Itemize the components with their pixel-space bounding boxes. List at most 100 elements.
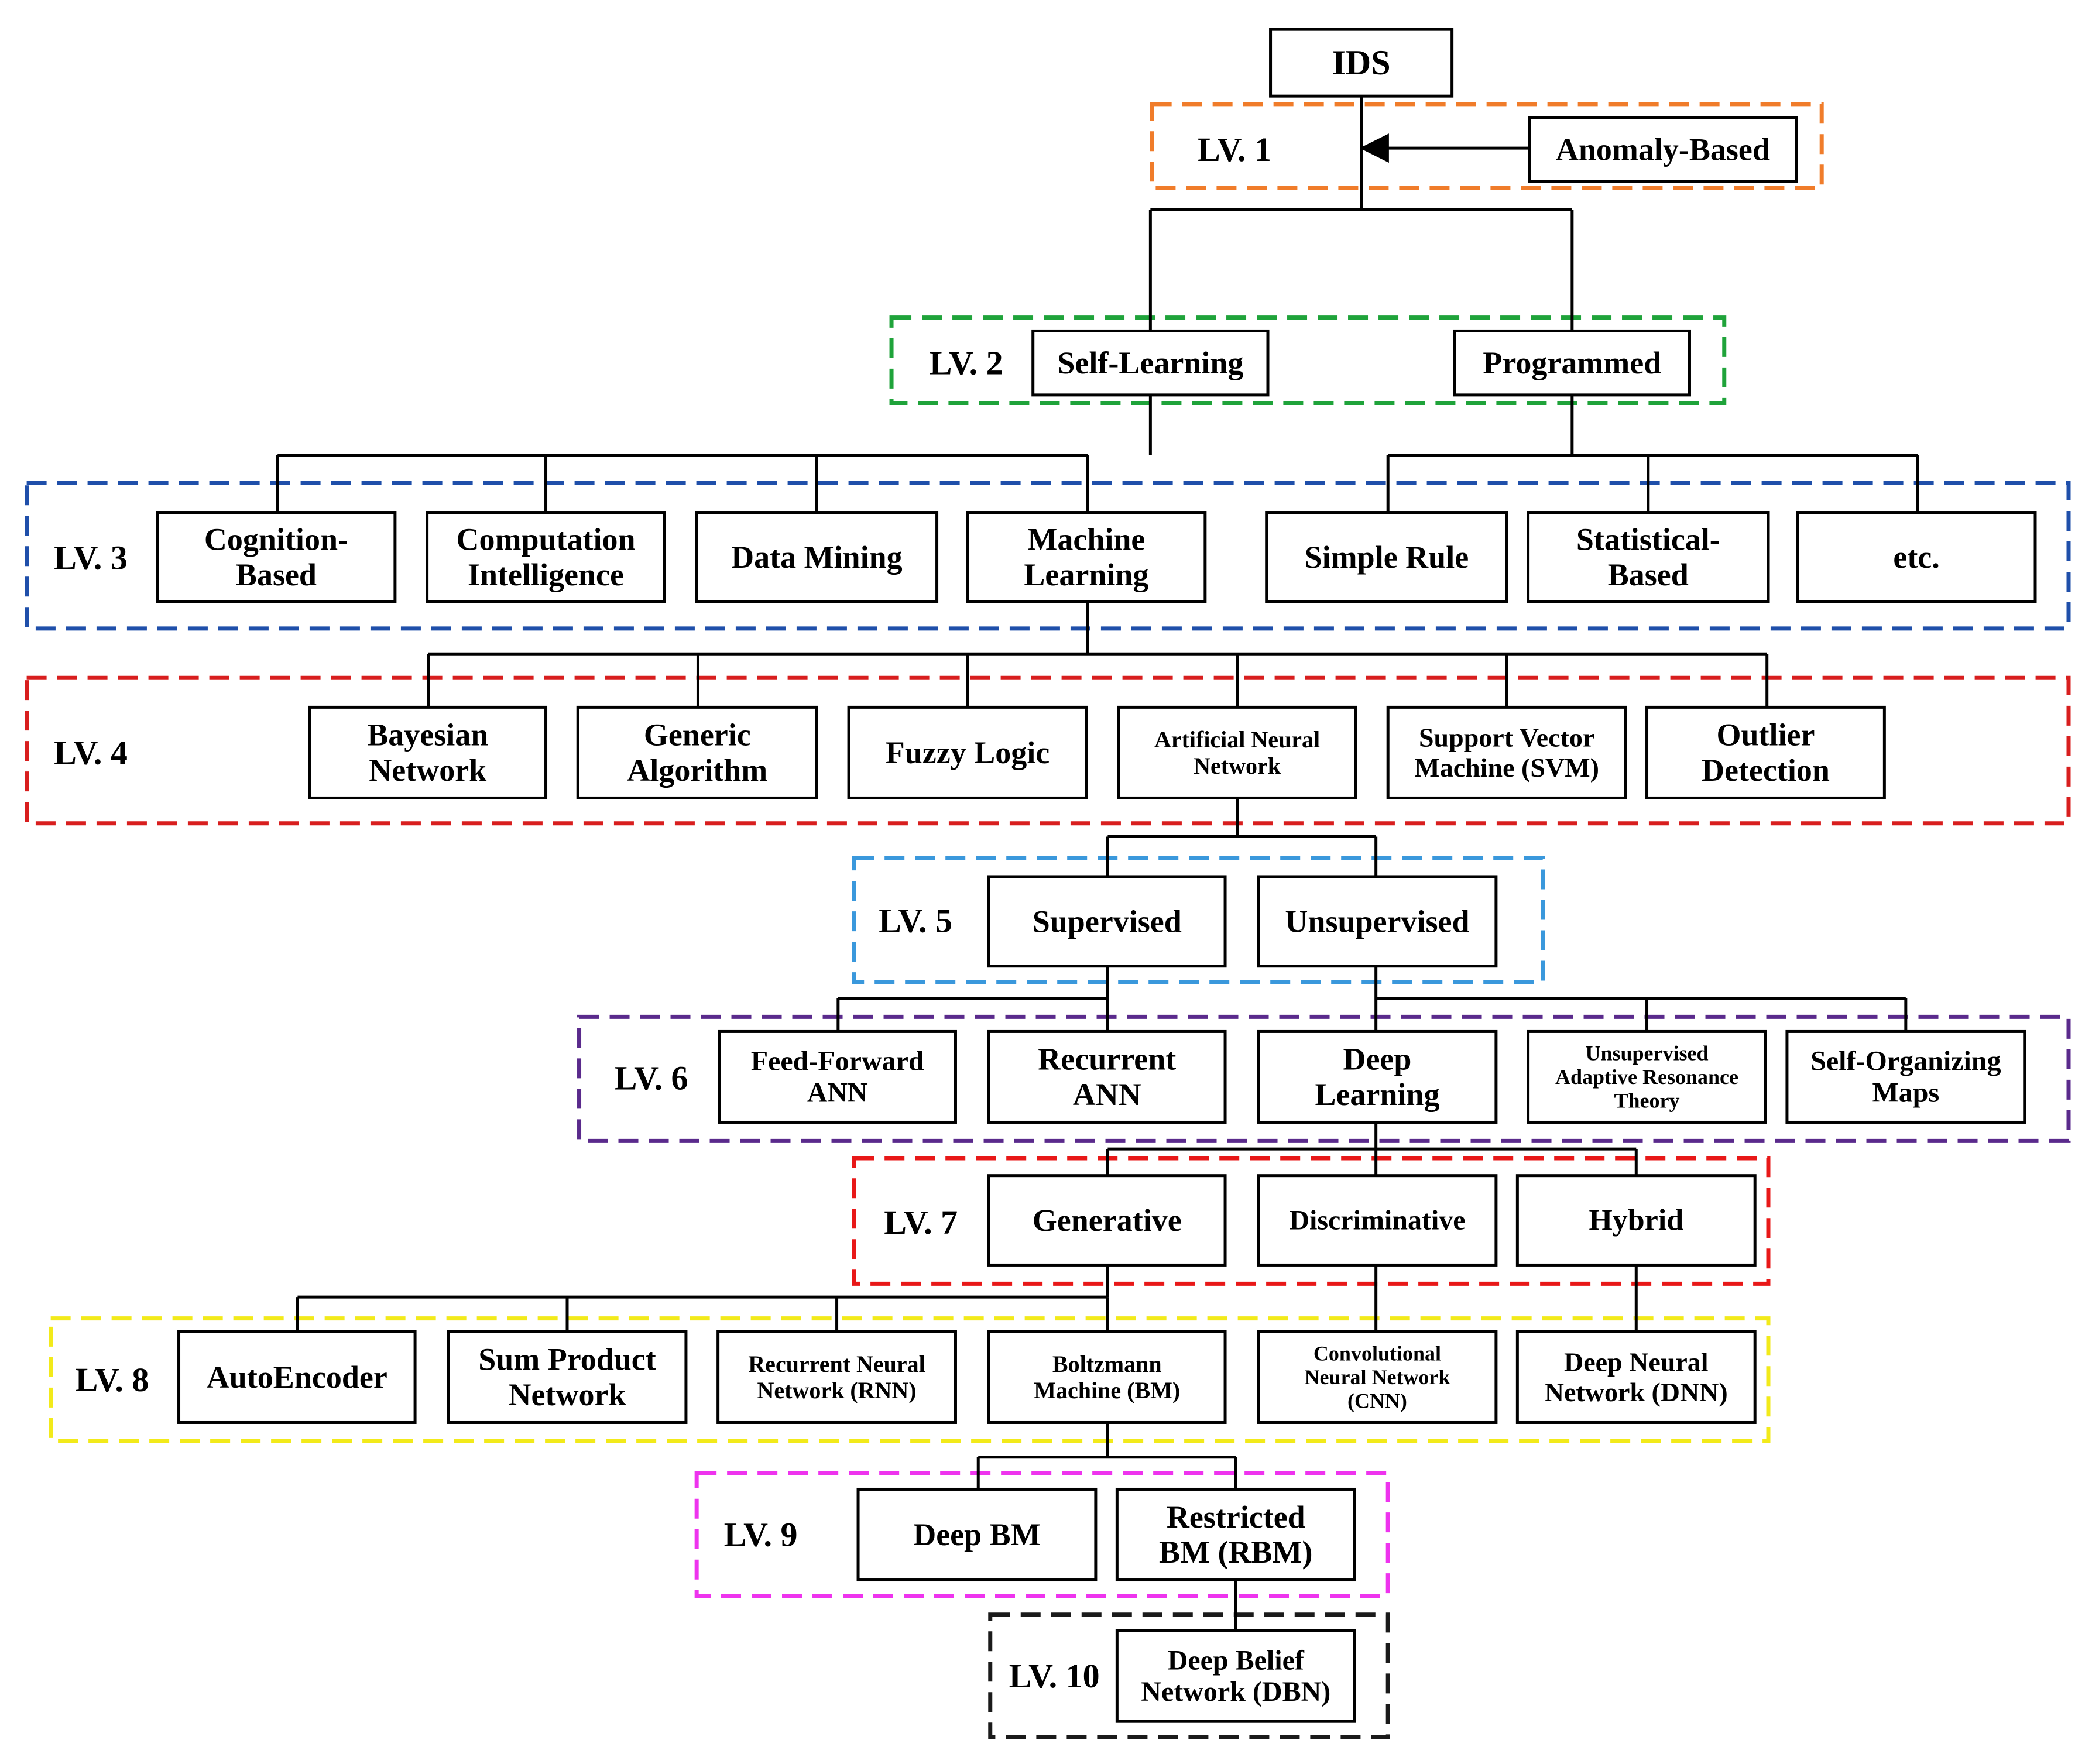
node-label: Sum Product: [478, 1342, 656, 1377]
node-self-learning: Self-Learning: [1031, 329, 1270, 397]
lv3-frame: [25, 481, 2071, 631]
node-label: Deep Belief: [1168, 1645, 1305, 1676]
node-label: AutoEncoder: [207, 1360, 387, 1395]
node-box: [987, 875, 1227, 968]
node-deep-bm: Deep BM: [856, 1487, 1098, 1582]
node-box: [1031, 329, 1270, 397]
node-box: [987, 1029, 1227, 1124]
node-autoencoder: AutoEncoder: [177, 1330, 417, 1424]
node-label: Neural Network: [1304, 1365, 1450, 1389]
node-label: Convolutional: [1313, 1342, 1441, 1365]
node-box: [1527, 511, 1770, 603]
node-programmed: Programmed: [1453, 329, 1691, 397]
node-box: [695, 511, 939, 603]
node-label: Feed-Forward: [751, 1046, 924, 1077]
node-label: Based: [1608, 557, 1689, 592]
node-label: Deep: [1343, 1042, 1411, 1077]
lv5-frame: [852, 856, 1545, 984]
node-box: [1527, 1029, 1767, 1124]
node-label: Cognition-: [204, 522, 348, 557]
node-box: [1515, 1174, 1757, 1267]
node-box: [426, 511, 666, 603]
node-box: [308, 705, 548, 799]
node-box: [718, 1029, 957, 1124]
node-fuzzy: Fuzzy Logic: [847, 705, 1088, 799]
lv9-label: LV. 9: [724, 1516, 798, 1554]
node-label: Algorithm: [627, 753, 767, 788]
node-box: [576, 705, 818, 799]
node-box: [1645, 705, 1886, 799]
node-statistical: Statistical-Based: [1527, 511, 1770, 603]
node-label: Self-Learning: [1057, 345, 1243, 380]
node-label: Based: [236, 557, 317, 592]
node-cognition: Cognition-Based: [156, 511, 397, 603]
node-label: Detection: [1702, 753, 1830, 788]
node-box: [856, 1487, 1098, 1582]
node-box: [1796, 511, 2037, 603]
lv7-label: LV. 7: [884, 1203, 958, 1241]
node-box: [847, 705, 1088, 799]
node-label: ANN: [1073, 1077, 1141, 1112]
node-label: etc.: [1893, 540, 1939, 575]
node-label: ANN: [807, 1077, 868, 1108]
node-label: Self-Organizing: [1810, 1046, 2001, 1077]
level-labels: LV. 1LV. 2LV. 3LV. 4LV. 5LV. 6LV. 7LV. 8…: [54, 131, 1271, 1695]
node-label: Generative: [1033, 1203, 1182, 1238]
lv1-frame: [1150, 102, 1824, 190]
lv6-frame: [577, 1014, 2071, 1143]
node-supervised: Supervised: [987, 875, 1227, 968]
node-simple-rule: Simple Rule: [1265, 511, 1508, 603]
lv10-frame: [988, 1612, 1390, 1740]
node-label: Supervised: [1033, 904, 1182, 939]
node-label: Bayesian: [367, 718, 488, 753]
node-box: [1115, 1487, 1356, 1582]
node-box: [1257, 875, 1498, 968]
node-box: [1453, 329, 1691, 397]
node-label: Anomaly-Based: [1556, 132, 1770, 167]
node-box: [716, 1330, 957, 1424]
node-box: [1515, 1330, 1757, 1424]
node-box: [966, 511, 1207, 603]
node-label: Network: [1194, 753, 1281, 779]
node-box: [1257, 1330, 1498, 1424]
node-label: Deep Neural: [1564, 1347, 1709, 1377]
node-label: Network (RNN): [757, 1377, 916, 1403]
node-box: [1386, 705, 1627, 799]
lv7-frame: [852, 1156, 1771, 1286]
lv1-label: LV. 1: [1198, 131, 1271, 169]
node-etc: etc.: [1796, 511, 2037, 603]
node-label: Learning: [1024, 557, 1148, 592]
node-label: Computation: [456, 522, 635, 557]
node-label: Unsupervised: [1585, 1042, 1708, 1065]
lv4-frame: [25, 675, 2071, 826]
lv5-label: LV. 5: [879, 902, 952, 940]
node-label: Machine (BM): [1034, 1377, 1180, 1403]
node-box: [1785, 1029, 2026, 1124]
node-label: Programmed: [1483, 345, 1661, 380]
node-label: (CNN): [1347, 1389, 1407, 1412]
node-box: [1269, 28, 1454, 98]
node-label: Outlier: [1716, 718, 1815, 753]
node-label: Boltzmann: [1052, 1351, 1162, 1377]
node-label: BM (RBM): [1159, 1535, 1312, 1570]
lv10-label: LV. 10: [1009, 1657, 1100, 1695]
node-box: [1117, 705, 1357, 799]
node-box: [1115, 1629, 1356, 1723]
node-label: Network: [369, 753, 486, 788]
node-label: Machine (SVM): [1414, 753, 1599, 783]
node-anomaly: Anomaly-Based: [1528, 116, 1798, 183]
node-box: [1257, 1174, 1498, 1267]
node-label: Deep BM: [913, 1517, 1040, 1552]
